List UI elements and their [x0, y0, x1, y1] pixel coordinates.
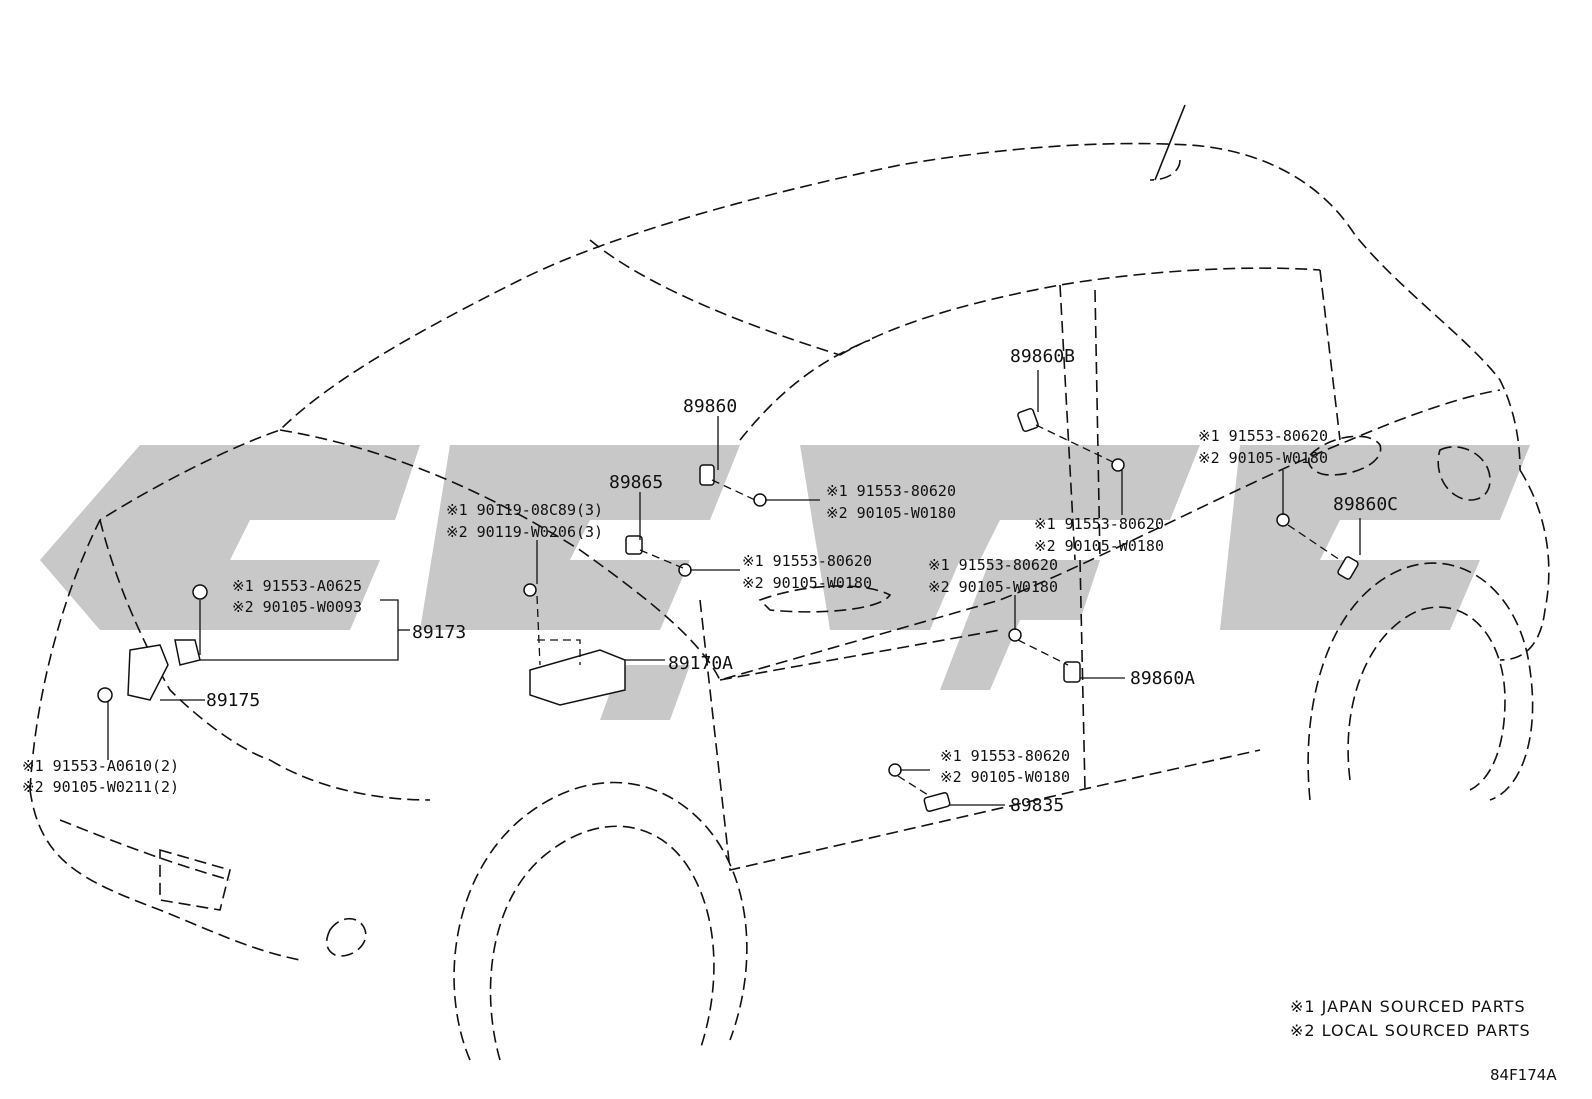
- sensor-89865: [625, 535, 643, 555]
- sensor-89860: [699, 464, 715, 486]
- callout-89865-line2: ※2 90105-W0180: [742, 574, 872, 592]
- bolt-89860A: [1008, 628, 1022, 642]
- callout-89173-line1: ※1 91553-A0625: [232, 577, 362, 595]
- callout-89865-line1: ※1 91553-80620: [742, 552, 872, 570]
- label-89835: 89835: [1010, 795, 1064, 816]
- callout-89175-line2: ※2 90105-W0211(2): [22, 778, 179, 796]
- module-89170A: [529, 649, 626, 706]
- bolt-89173: [192, 584, 208, 600]
- callout-89860-line2: ※2 90105-W0180: [826, 504, 956, 522]
- label-89860: 89860: [683, 396, 737, 417]
- bracket-89173: [174, 639, 201, 666]
- callout-89170-line1: ※1 90119-08C89(3): [446, 501, 603, 519]
- callout-89173-line2: ※2 90105-W0093: [232, 598, 362, 616]
- label-89170A: 89170A: [668, 653, 733, 674]
- label-89860B: 89860B: [1010, 346, 1075, 367]
- figure-code: 84F174A: [1490, 1066, 1557, 1084]
- sensor-89835: [923, 792, 951, 812]
- callout-89835-line2: ※2 90105-W0180: [940, 768, 1070, 786]
- leaders: [107, 370, 1361, 806]
- callout-89170-line2: ※2 90119-W0206(3): [446, 523, 603, 541]
- sensor-89860C: [1337, 556, 1359, 580]
- bolt-89860: [753, 493, 767, 507]
- legend-japan-sourced: ※1 JAPAN SOURCED PARTS: [1290, 997, 1526, 1016]
- label-89175: 89175: [206, 690, 260, 711]
- callout-89835-line1: ※1 91553-80620: [940, 747, 1070, 765]
- legend-local-sourced: ※2 LOCAL SOURCED PARTS: [1290, 1021, 1531, 1040]
- bolt-89170: [523, 583, 537, 597]
- bolt-89865: [678, 563, 692, 577]
- callout-89860A-line2: ※2 90105-W0180: [928, 578, 1058, 596]
- bolt-89835: [888, 763, 902, 777]
- callout-89860B-line1: ※1 91553-80620: [1034, 515, 1164, 533]
- label-89860C: 89860C: [1333, 494, 1398, 515]
- bolt-89860B: [1111, 458, 1125, 472]
- bolt-89175: [97, 687, 113, 703]
- callout-89860B-line2: ※2 90105-W0180: [1034, 537, 1164, 555]
- parts: [97, 407, 1359, 812]
- label-89865: 89865: [609, 472, 663, 493]
- car-outline: [29, 104, 1550, 1061]
- label-89173: 89173: [412, 622, 466, 643]
- callout-89860A-line1: ※1 91553-80620: [928, 556, 1058, 574]
- sensor-89860A: [1063, 661, 1081, 683]
- callout-89860C-line1: ※1 91553-80620: [1198, 427, 1328, 445]
- label-89860A: 89860A: [1130, 668, 1195, 689]
- text-labels: 89860B 89860 89865 89860C 89173 89175 89…: [22, 346, 1557, 1084]
- sensor-89175: [127, 644, 169, 701]
- callout-89175-line1: ※1 91553-A0610(2): [22, 757, 179, 775]
- sensor-89860B: [1017, 407, 1039, 433]
- callout-89860C-line2: ※2 90105-W0180: [1198, 449, 1328, 467]
- bolt-89860C: [1276, 513, 1290, 527]
- callout-89860-line1: ※1 91553-80620: [826, 482, 956, 500]
